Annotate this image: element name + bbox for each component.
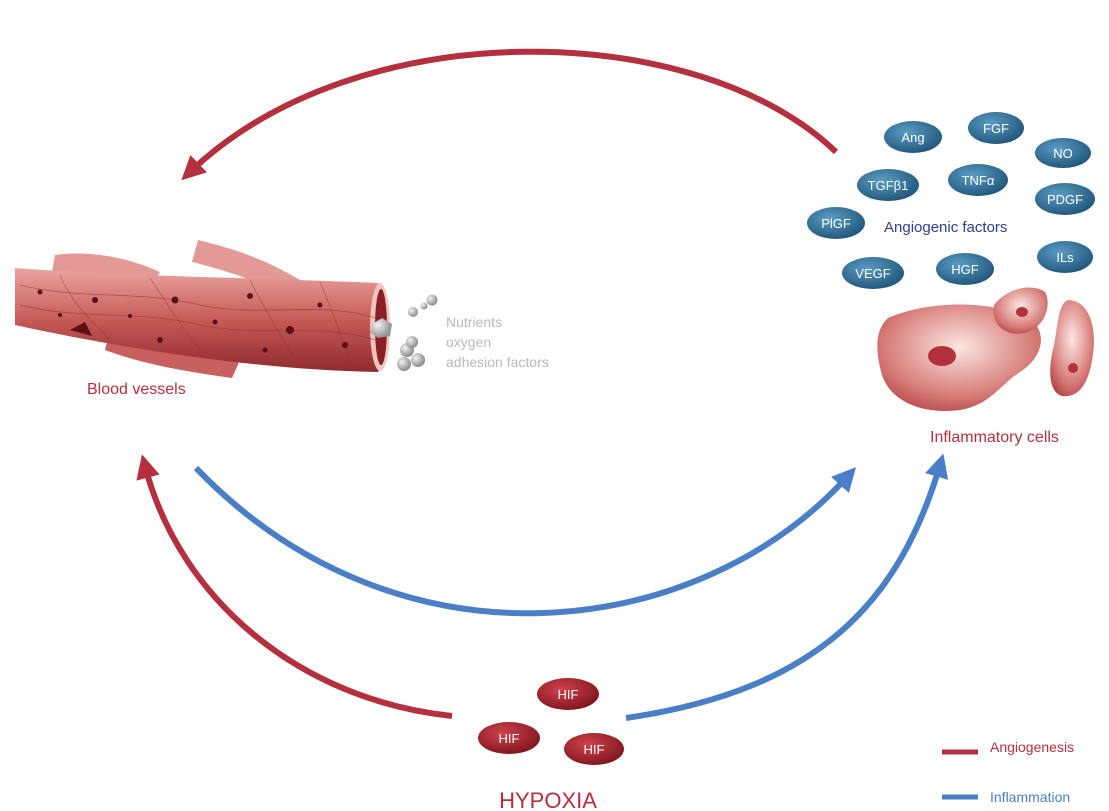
inflammatory-cells-illustration: [877, 288, 1094, 411]
factor-label: HGF: [951, 262, 979, 277]
factor-label: NO: [1053, 146, 1073, 161]
legend-angiogenesis-label: Angiogenesis: [990, 739, 1074, 755]
factor-label: TNFα: [962, 173, 995, 188]
legend: Angiogenesis Inflammation: [942, 739, 1074, 805]
angiogenic-factors-label: Angiogenic factors: [884, 219, 1007, 236]
inflammatory-cells-label: Inflammatory cells: [930, 429, 1059, 446]
factor-label: Ang: [901, 130, 924, 145]
nutrient-particles: [397, 295, 438, 372]
factor-pill-plgf: PlGF: [807, 207, 865, 239]
angiogenesis-arrow-left: [145, 466, 452, 716]
nutrients-label: Nutrients: [446, 314, 502, 330]
legend-inflammation-label: Inflammation: [990, 789, 1070, 805]
factor-pill-ang: Ang: [884, 121, 942, 153]
factor-pill-pdgf: PDGF: [1035, 183, 1095, 215]
blood-vessel-illustration: [15, 240, 392, 378]
factor-pill-ils: ILs: [1037, 241, 1093, 273]
hif-pill: HIF: [537, 678, 599, 710]
factor-label: PlGF: [821, 216, 851, 231]
oxygen-label: oxygen: [446, 334, 491, 350]
factor-pill-vegf: VEGF: [842, 257, 904, 289]
factor-label: ILs: [1056, 250, 1074, 265]
adhesion-factors-label: adhesion factors: [446, 354, 549, 370]
factor-pill-tnfa: TNFα: [948, 164, 1008, 196]
hif-pill: HIF: [478, 722, 540, 754]
factor-label: PDGF: [1047, 192, 1083, 207]
hif-label: HIF: [584, 742, 605, 757]
factor-label: TGFβ1: [868, 178, 909, 193]
factor-pill-hgf: HGF: [936, 253, 994, 285]
factor-pill-fgf: FGF: [968, 112, 1024, 144]
angiogenesis-arrow-top: [190, 52, 836, 172]
factor-pill-tgfb1: TGFβ1: [857, 169, 919, 201]
inflammation-arrow-middle: [196, 468, 848, 613]
factor-label: VEGF: [855, 266, 890, 281]
hif-label: HIF: [499, 731, 520, 746]
hif-pill: HIF: [564, 733, 624, 765]
hypoxia-label: HYPOXIA: [499, 788, 597, 811]
hif-label: HIF: [558, 687, 579, 702]
blood-vessels-label: Blood vessels: [87, 381, 186, 398]
factor-pill-no: NO: [1035, 138, 1091, 168]
factor-label: FGF: [983, 121, 1009, 136]
